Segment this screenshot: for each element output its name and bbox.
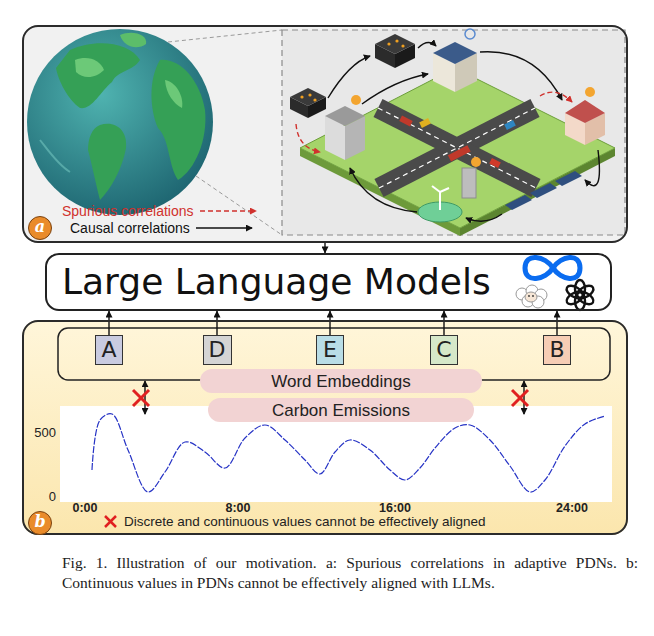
note-text: Discrete and continuous values cannot be… xyxy=(124,514,485,529)
token-box: C xyxy=(430,335,458,365)
token-box: D xyxy=(203,335,232,365)
panel: b A D E C B Word EmbeddingsCarbon Emissions xyxy=(22,320,628,535)
legend-sample xyxy=(194,223,254,233)
panel-ground xyxy=(22,25,628,243)
axis-tick: 0 xyxy=(14,489,56,504)
time-tick: 0:00 xyxy=(55,501,115,516)
flow-arrow xyxy=(443,311,444,335)
time-tick: 16:00 xyxy=(365,501,425,516)
legend-item: Spurious correlations xyxy=(62,203,258,219)
node-label: C xyxy=(436,339,451,361)
panel-ground xyxy=(22,320,628,535)
meta-logo xyxy=(525,257,580,278)
emission-curve xyxy=(92,414,605,492)
llm-ground xyxy=(45,253,612,311)
city-illustration xyxy=(290,29,615,236)
legend-text: Spurious correlations xyxy=(62,203,194,219)
node-label: D xyxy=(209,339,226,361)
figure-caption: Fig. 1. Illustration of our motivation. … xyxy=(62,553,638,593)
node-label: Carbon Emissions xyxy=(272,402,410,419)
time-tick: 8:00 xyxy=(208,501,268,516)
misalign-mark xyxy=(512,381,528,414)
model-box: Large Language Models xyxy=(45,253,612,311)
zoom-box xyxy=(282,30,625,235)
token-box: A xyxy=(95,335,123,365)
node-label: E xyxy=(323,339,337,361)
node-label: B xyxy=(549,339,564,361)
flow-arrow xyxy=(324,243,325,253)
legend-sample xyxy=(198,206,258,216)
globe xyxy=(27,29,213,215)
llama-logo xyxy=(516,285,547,308)
openai-logo xyxy=(565,280,596,310)
token-box: E xyxy=(316,335,344,365)
time-tick: 24:00 xyxy=(542,501,602,516)
node-label: Word Embeddings xyxy=(271,373,411,390)
cross-symbol xyxy=(105,516,116,527)
flow-arrow xyxy=(329,311,330,335)
flow-arrow xyxy=(216,311,217,335)
flow-arrow xyxy=(108,311,109,335)
axis-tick: 500 xyxy=(14,425,56,440)
node-label: Large Language Models xyxy=(62,262,491,302)
panel-badge: a xyxy=(28,216,52,240)
embedding-pill: Word Embeddings xyxy=(200,369,482,393)
legend-item: Causal correlations xyxy=(70,220,254,236)
token-box: B xyxy=(543,335,571,365)
misalign-mark xyxy=(133,381,149,414)
node-label: A xyxy=(101,339,116,361)
emission-pill: Carbon Emissions xyxy=(208,398,474,422)
panel-badge: b xyxy=(28,511,52,535)
legend-text: Causal correlations xyxy=(70,220,190,236)
flow-arrow xyxy=(556,311,557,335)
